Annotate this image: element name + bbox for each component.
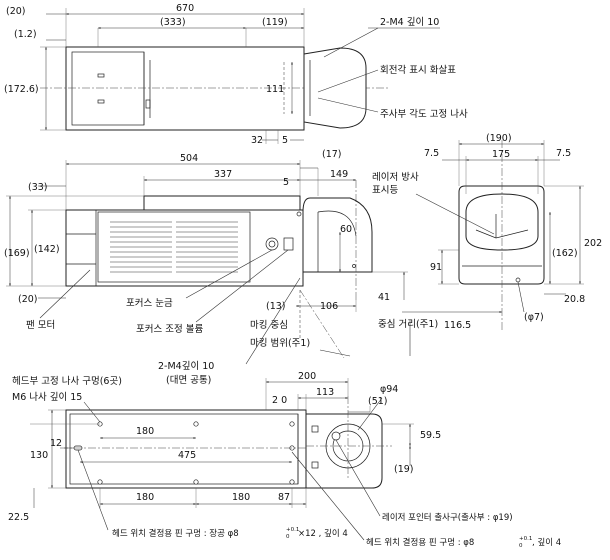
dim-side-337: 337	[214, 169, 232, 180]
head-fixing-screw-holes	[97, 421, 295, 485]
dim-top-offset-left: (20)	[6, 6, 26, 17]
dim-bottom-180c: 180	[232, 492, 250, 503]
focus-scale-dial	[265, 237, 279, 251]
callout-tap-2m4-opposite-note: (대면 공통)	[166, 375, 211, 386]
callout-center-distance: 중심 거리(주1)	[378, 319, 438, 330]
dim-side-149: 149	[330, 169, 348, 180]
front-view: (190) 7.5 175 7.5 202 (162) 91 20.8 116.…	[372, 133, 602, 331]
dim-front-20-8: 20.8	[564, 294, 585, 305]
callout-fan-motor: 팬 모터	[26, 320, 55, 331]
top-view: (20) 670 (333) (119) (1.2) (172.6) 111 3…	[4, 3, 468, 146]
dim-bottom-113: 113	[316, 387, 334, 398]
bottom-view-body	[65, 409, 307, 489]
focus-adjust-knob	[283, 237, 294, 251]
dim-top-inner-span: (333)	[160, 17, 186, 28]
callout-pin-hole-slot: 헤드 위치 결정용 핀 구멍 : 장공 φ8	[112, 528, 239, 539]
callout-pin-hole-round: 헤드 위치 결정용 핀 구멍 : φ8	[366, 537, 474, 548]
dim-bottom-475: 475	[178, 450, 196, 461]
front-view-pin-hole	[515, 277, 521, 283]
dim-front-116-5: 116.5	[444, 320, 471, 331]
callout-pin-hole-round-tol2: 0	[519, 543, 523, 549]
top-view-scan-head	[303, 47, 367, 129]
callout-focus-scale: 포커스 눈금	[126, 298, 173, 309]
callout-scan-angle-screw: 주사부 각도 고정 나사	[380, 108, 468, 120]
dim-side-142: (142)	[34, 244, 60, 255]
laser-pointer-exit	[331, 431, 341, 441]
dim-top-bottom-32: 32	[251, 135, 263, 146]
dim-bottom-20: 2 0	[272, 395, 287, 406]
dim-front-190: (190)	[486, 133, 512, 144]
dim-front-7-5-left: 7.5	[424, 148, 439, 159]
callout-head-screw-holes-spec: M6 나사 깊이 15	[12, 391, 82, 403]
marking-center-line	[299, 289, 345, 359]
callout-focus-knob: 포커스 조정 볼륨	[136, 324, 203, 335]
dim-side-5: 5	[283, 177, 289, 188]
dim-top-right-span: (119)	[262, 17, 288, 28]
dim-top-mid-height: 111	[266, 84, 284, 95]
dim-bottom-22-5: 22.5	[8, 512, 29, 523]
dim-front-162: (162)	[552, 248, 578, 259]
dim-bottom-180a: 180	[136, 426, 154, 437]
dim-side-13: (13)	[266, 301, 286, 312]
callout-tap-2m4: 2-M4 깊이 10	[380, 16, 439, 28]
dim-side-169: (169)	[4, 248, 30, 259]
callout-marking-center: 마킹 중심	[250, 319, 288, 331]
dim-bottom-12: 12	[50, 438, 62, 449]
callout-pin-hole-round-tol: +0.1	[519, 536, 532, 542]
callout-laser-indicator-1: 레이저 방사	[372, 172, 419, 183]
callout-pin-hole-slot-tol: +0.1	[286, 527, 299, 533]
dim-front-phi7: (φ7)	[524, 312, 544, 323]
callout-marking-range: 마킹 범위(주1)	[250, 337, 310, 349]
dim-bottom-200: 200	[298, 371, 316, 382]
callout-head-screw-holes: 헤드부 고정 나사 구멍(6곳)	[12, 375, 122, 387]
dim-side-17: (17)	[322, 149, 342, 160]
side-view-scan-head	[302, 197, 373, 273]
bottom-view: 200 2 0 113 (51) φ94 59.5 (19) 12 475 13…	[8, 371, 561, 549]
callout-pin-hole-slot-tol2: 0	[286, 534, 290, 540]
dim-bottom-phi94: φ94	[380, 384, 398, 395]
side-view-vent-slats	[110, 221, 238, 273]
dim-top-total-width: 670	[176, 3, 194, 14]
dim-top-bottom-5: 5	[282, 135, 288, 146]
callout-tap-2m4-opposite: 2-M4깊이 10	[158, 360, 214, 372]
dim-side-504: 504	[180, 153, 198, 164]
dim-side-106: 106	[320, 301, 338, 312]
dim-side-20: (20)	[18, 294, 38, 305]
dim-front-202: 202	[584, 238, 602, 249]
dim-front-91: 91	[430, 262, 442, 273]
callout-laser-pointer-exit: 레이저 포인터 출사구(출사부 : φ19)	[382, 512, 513, 523]
dim-side-60: 60	[340, 224, 352, 235]
dim-front-7-5-right: 7.5	[556, 148, 571, 159]
callout-rotation-angle-arrow: 회전각 표시 화살표	[380, 64, 456, 76]
dim-bottom-130: 130	[30, 450, 48, 461]
side-view-fan-section	[65, 209, 97, 287]
dim-bottom-87: 87	[278, 492, 290, 503]
callout-pin-hole-slot-tail: ×12 , 깊이 4	[298, 528, 348, 539]
dim-front-175: 175	[492, 149, 510, 160]
dim-side-41: 41	[378, 292, 390, 303]
dim-bottom-180b: 180	[136, 492, 154, 503]
top-view-body	[65, 46, 305, 131]
side-view-top-cover	[143, 195, 301, 211]
dim-side-33: (33)	[28, 182, 48, 193]
dim-top-height: (172.6)	[4, 84, 39, 95]
dim-bottom-19: (19)	[394, 464, 414, 475]
side-view-vent-panel	[97, 211, 251, 283]
side-view: 504 337 (17) 5 149 (33) (169) (142) (20)…	[4, 149, 438, 386]
callout-pin-hole-round-tail: , 깊이 4	[532, 537, 561, 548]
dim-bottom-59-5: 59.5	[420, 430, 441, 441]
dim-bottom-51: (51)	[368, 396, 388, 407]
callout-laser-indicator-2: 표시등	[372, 185, 398, 196]
dim-top-small-offset: (1.2)	[14, 29, 37, 40]
